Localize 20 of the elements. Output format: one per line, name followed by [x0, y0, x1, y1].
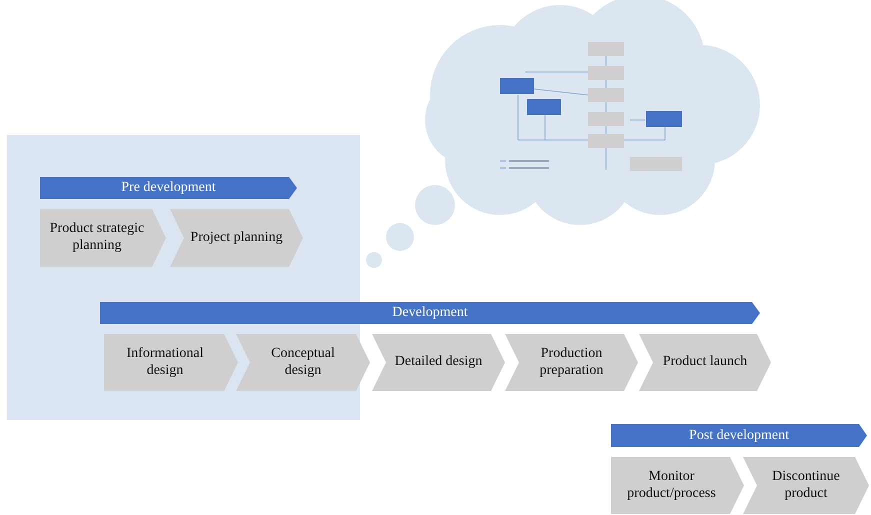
process-step	[236, 334, 370, 391]
phase-banner	[100, 302, 760, 324]
step-label: Product launch	[662, 354, 748, 371]
step-label: Detailed design	[394, 354, 482, 371]
phase-label: Pre development	[121, 180, 216, 196]
phase-label: Post development	[689, 428, 789, 444]
process-step	[40, 209, 166, 267]
phase-banner	[40, 177, 297, 199]
step-label: Product strategic planning	[48, 221, 146, 255]
step-label: Discontinue product	[771, 468, 841, 502]
process-step	[743, 457, 869, 514]
phase-label: Development	[392, 305, 468, 321]
process-step	[611, 457, 744, 514]
step-label: Project planning	[190, 230, 283, 246]
process-step	[104, 334, 238, 391]
phase-banner	[611, 424, 867, 447]
step-label: Production preparation	[538, 346, 604, 380]
step-label: Conceptual design	[270, 346, 336, 380]
step-label: Informational design	[126, 346, 204, 380]
step-label: Monitor product/process	[626, 468, 717, 502]
